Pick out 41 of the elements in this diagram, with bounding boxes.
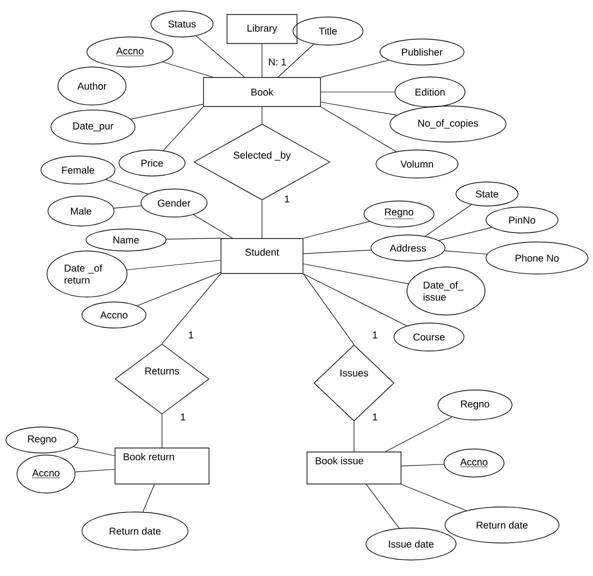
connector-line: [106, 179, 148, 194]
connector-line: [162, 62, 214, 78]
connector-line: [73, 446, 115, 456]
connector-line: [303, 274, 408, 326]
connector-line: [166, 238, 221, 240]
edge-label: 1: [179, 412, 187, 422]
connector-line: [130, 104, 204, 120]
connector-line: [401, 464, 444, 466]
connector-line: [162, 274, 221, 344]
connector-line: [444, 250, 488, 254]
connector-line: [74, 468, 115, 472]
connector-line: [320, 102, 398, 116]
entity-box: Student: [220, 238, 304, 274]
edge-label: 1: [283, 194, 291, 204]
edge-label: 1: [371, 330, 379, 340]
edge-label: N: 1: [267, 58, 288, 66]
connector-line: [303, 250, 372, 254]
connector-line: [303, 264, 409, 284]
connector-line: [126, 260, 221, 270]
entity-box: Book issue: [306, 452, 402, 484]
connector-line: [196, 36, 245, 78]
connector-line: [303, 274, 354, 345]
connector-line: [320, 106, 396, 152]
connector-line: [401, 484, 467, 511]
connector-line: [320, 60, 390, 78]
edge-label: 1: [187, 330, 195, 340]
entity-box: Book: [203, 77, 321, 107]
connector-line: [136, 272, 221, 306]
connector-line: [114, 206, 142, 208]
entity-box: Library: [226, 14, 298, 44]
connector-line: [278, 44, 314, 78]
connector-line: [142, 484, 155, 512]
connector-line: [303, 221, 370, 238]
entity-box: Book return: [114, 448, 210, 484]
connector-line: [366, 484, 400, 528]
edge-label: 1: [371, 412, 379, 422]
connector-line: [438, 227, 492, 241]
connector-line: [385, 416, 452, 452]
connector-line: [425, 204, 472, 236]
connector-line: [163, 106, 204, 151]
connector-line: [193, 214, 233, 238]
